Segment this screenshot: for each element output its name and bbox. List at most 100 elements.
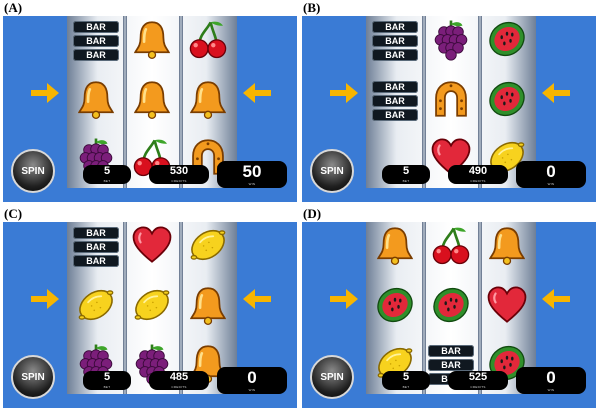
lemon-icon: [484, 135, 530, 184]
win-display: 50 WIN: [217, 161, 287, 188]
arrow-left-icon: [542, 289, 570, 309]
reel-divider: [478, 16, 482, 188]
bar-label: BAR: [372, 35, 418, 47]
credits-caption: CREDITS: [470, 385, 486, 389]
bar-label: BAR: [428, 359, 474, 371]
win-display: 0 WIN: [516, 367, 586, 394]
bet-display: 5 BET: [83, 371, 131, 390]
heart-icon: [428, 135, 474, 184]
watermelon-icon: [484, 17, 530, 66]
cherry-icon: [185, 17, 231, 66]
horseshoe-icon: [428, 77, 474, 126]
bell-icon: [73, 77, 119, 126]
lemon-icon: [185, 223, 231, 272]
bet-caption: BET: [103, 179, 111, 183]
reel-symbol-lemon: [181, 222, 235, 272]
arrow-left-icon: [243, 289, 271, 309]
bar-label: BAR: [73, 49, 119, 61]
bar-label: BAR: [372, 49, 418, 61]
reel-divider: [123, 222, 127, 394]
win-value: 0: [247, 368, 257, 387]
reel-divider: [123, 16, 127, 188]
reel-symbol-heart: [424, 134, 478, 184]
bell-icon: [372, 223, 418, 272]
cherry-icon: [428, 223, 474, 272]
bet-value: 5: [402, 371, 410, 383]
bell-icon: [185, 77, 231, 126]
spin-button[interactable]: SPIN: [11, 355, 55, 399]
bet-caption: BET: [402, 385, 410, 389]
win-value: 0: [546, 368, 556, 387]
reel-symbol-horseshoe: [424, 76, 478, 126]
credits-display: 530 CREDITS: [149, 165, 209, 184]
win-value: 0: [546, 162, 556, 181]
reel-divider: [179, 222, 183, 394]
reel-symbol-watermelon: [480, 16, 534, 66]
reel-symbol-bell: [69, 76, 123, 126]
bell-icon: [129, 17, 175, 66]
win-display: 0 WIN: [516, 161, 586, 188]
reel-symbol-cherry: [125, 134, 179, 184]
lemon-icon: [129, 283, 175, 332]
bar-label: BAR: [372, 109, 418, 121]
cherry-icon: [129, 135, 175, 184]
spin-button[interactable]: SPIN: [310, 149, 354, 193]
reel-divider: [179, 16, 183, 188]
reel-symbol-lemon: [69, 282, 123, 332]
reel-symbol-lemon: [480, 134, 534, 184]
arrow-right-icon: [330, 289, 358, 309]
reel-symbol-watermelon: [480, 340, 534, 390]
lemon-icon: [372, 341, 418, 390]
lemon-icon: [73, 283, 119, 332]
bet-display: 5 BET: [382, 371, 430, 390]
grapes-icon: [428, 17, 474, 66]
arrow-right-icon: [31, 289, 59, 309]
bar-label: BAR: [73, 21, 119, 33]
win-caption: WIN: [248, 388, 256, 392]
reel-symbol-bell: [181, 76, 235, 126]
panel-label: (C): [4, 206, 23, 221]
bet-value: 5: [103, 165, 111, 177]
reel-symbol-heart: [480, 282, 534, 332]
win-display: 0 WIN: [217, 367, 287, 394]
bet-caption: BET: [103, 385, 111, 389]
watermelon-icon: [372, 283, 418, 332]
reel-symbol-watermelon: [480, 76, 534, 126]
credits-display: 490 CREDITS: [448, 165, 508, 184]
watermelon-icon: [484, 341, 530, 390]
credits-value: 485: [169, 371, 189, 383]
win-caption: WIN: [547, 388, 555, 392]
bell-icon: [129, 77, 175, 126]
bet-display: 5 BET: [382, 165, 430, 184]
bar-label: BAR: [73, 227, 119, 239]
reel-symbol-watermelon: [368, 282, 422, 332]
bar-label: BAR: [428, 345, 474, 357]
credits-display: 525 CREDITS: [448, 371, 508, 390]
bar-label: BAR: [372, 81, 418, 93]
credits-display: 485 CREDITS: [149, 371, 209, 390]
reel-symbol-bell: [125, 16, 179, 66]
reel-symbol-bell: [181, 282, 235, 332]
credits-caption: CREDITS: [470, 179, 486, 183]
panel-label: (A): [4, 0, 23, 15]
spin-button[interactable]: SPIN: [310, 355, 354, 399]
bet-value: 5: [402, 165, 410, 177]
bell-icon: [484, 223, 530, 272]
reel-symbol-cherry: [181, 16, 235, 66]
reel-symbol-lemon: [368, 340, 422, 390]
spin-button[interactable]: SPIN: [11, 149, 55, 193]
